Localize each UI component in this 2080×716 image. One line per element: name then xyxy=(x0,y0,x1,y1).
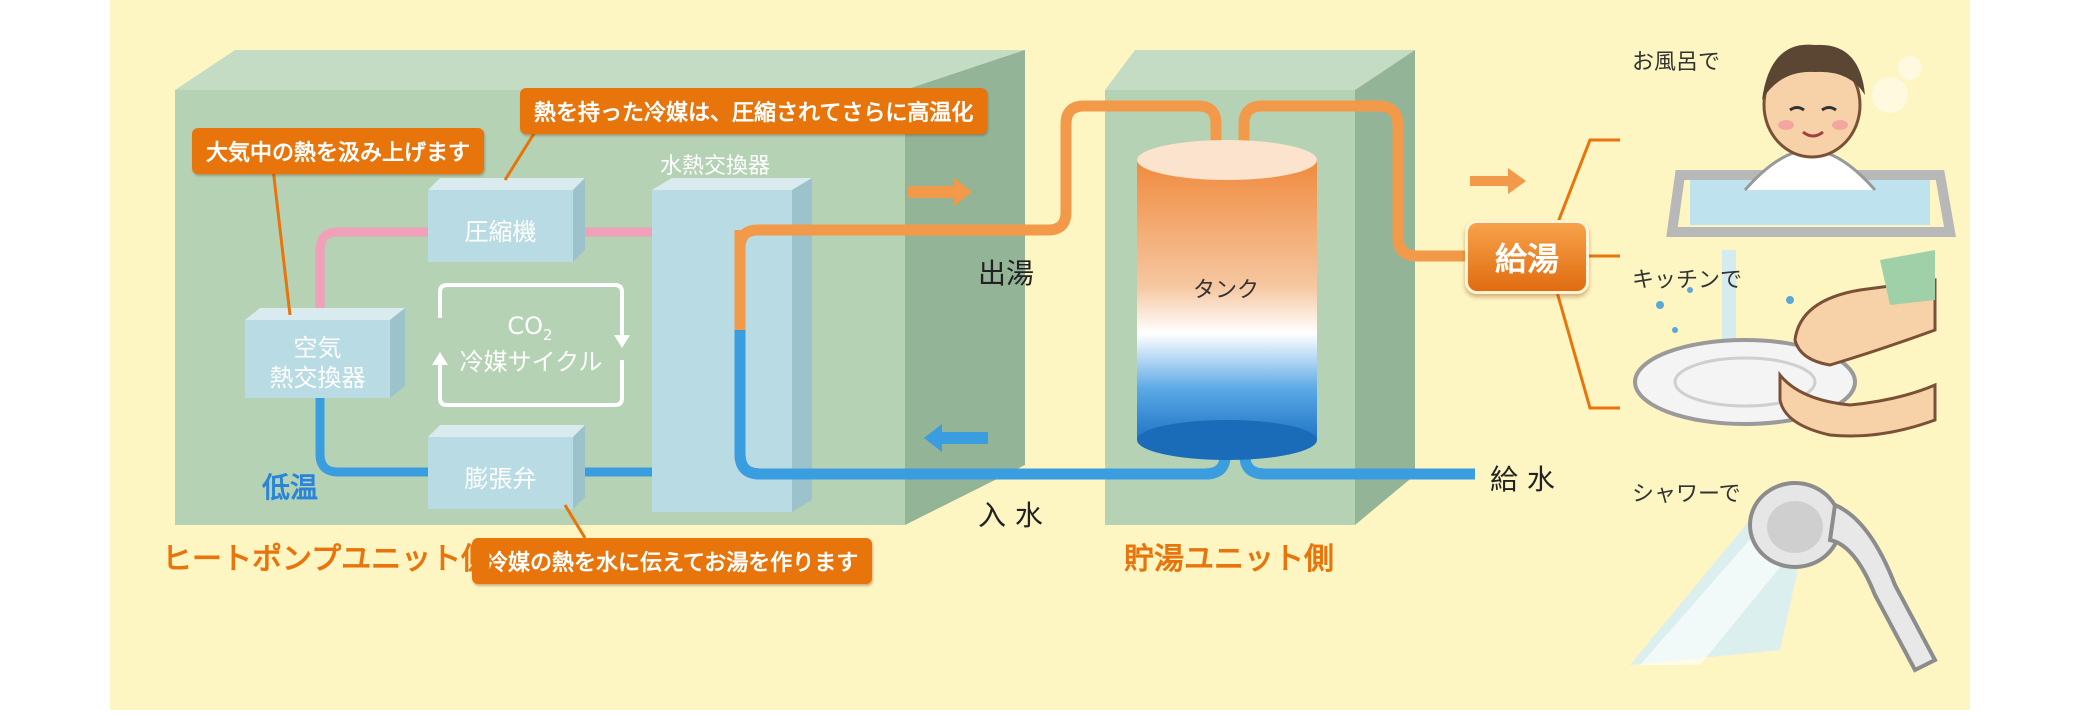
use-label-kitchen: キッチンで xyxy=(1632,268,1743,293)
hot-out-label: 出湯 xyxy=(978,257,1035,290)
water-heat-exchanger-box xyxy=(652,178,812,512)
use-label-bath: お風呂で xyxy=(1632,50,1721,75)
cycle-label: 冷媒サイクル xyxy=(459,348,603,376)
hot-supply-pipe xyxy=(1238,100,1470,262)
expansion-valve-label: 膨張弁 xyxy=(464,465,537,493)
air-hx-label-1: 空気 xyxy=(293,334,342,362)
compressor-box xyxy=(428,178,585,262)
water-hx-label: 水熱交換器 xyxy=(660,154,771,179)
air-heat-exchanger-box xyxy=(245,308,405,398)
cycle-frame xyxy=(438,283,624,335)
cycle-co2-sub: 2 xyxy=(543,325,553,344)
callout-transfer-line xyxy=(563,504,587,539)
water-pipe-cold-return xyxy=(734,330,1231,480)
hot-supply-badge: 給湯 xyxy=(1465,220,1589,294)
callout-absorb-line xyxy=(270,159,292,316)
cycle-co: CO xyxy=(507,312,544,340)
cycle-arrow-down xyxy=(614,335,630,348)
callout-compress: 熱を持った冷媒は、圧縮されてさらに高温化 xyxy=(520,88,988,134)
air-hx-label-2: 熱交換器 xyxy=(269,364,366,392)
tank xyxy=(1137,140,1317,460)
storage-side-title: 貯湯ユニット側 xyxy=(1124,542,1334,577)
refrigerant-pipe-cold xyxy=(315,390,440,477)
water-pipe-hx xyxy=(734,100,1222,300)
expansion-valve-box xyxy=(428,425,585,509)
shower-illustration xyxy=(1630,481,1938,673)
heat-pump-side-title: ヒートポンプユニット側 xyxy=(162,542,492,577)
compressor-label: 圧縮機 xyxy=(464,218,537,246)
refrigerant-pipe-hot xyxy=(315,227,440,318)
hot-flow-arrow xyxy=(908,178,972,206)
water-in-label: 入 水 xyxy=(978,499,1043,532)
callout-absorb: 大気中の熱を汲み上げます xyxy=(192,128,485,174)
tank-label: タンク xyxy=(1193,278,1260,303)
use-label-shower: シャワーで xyxy=(1632,482,1741,507)
supply-arrow xyxy=(1470,168,1526,194)
water-supply-label: 給 水 xyxy=(1490,463,1555,496)
cycle-label-co2: CO2 xyxy=(500,312,560,344)
low-temp-label: 低温 xyxy=(262,471,319,504)
cold-flow-arrow xyxy=(924,424,988,452)
callout-transfer: 冷媒の熱を水に伝えてお湯を作ります xyxy=(472,538,873,584)
kitchen-illustration xyxy=(1633,250,1937,438)
bath-illustration xyxy=(1666,44,1956,237)
cycle-arrow-up xyxy=(432,352,448,365)
